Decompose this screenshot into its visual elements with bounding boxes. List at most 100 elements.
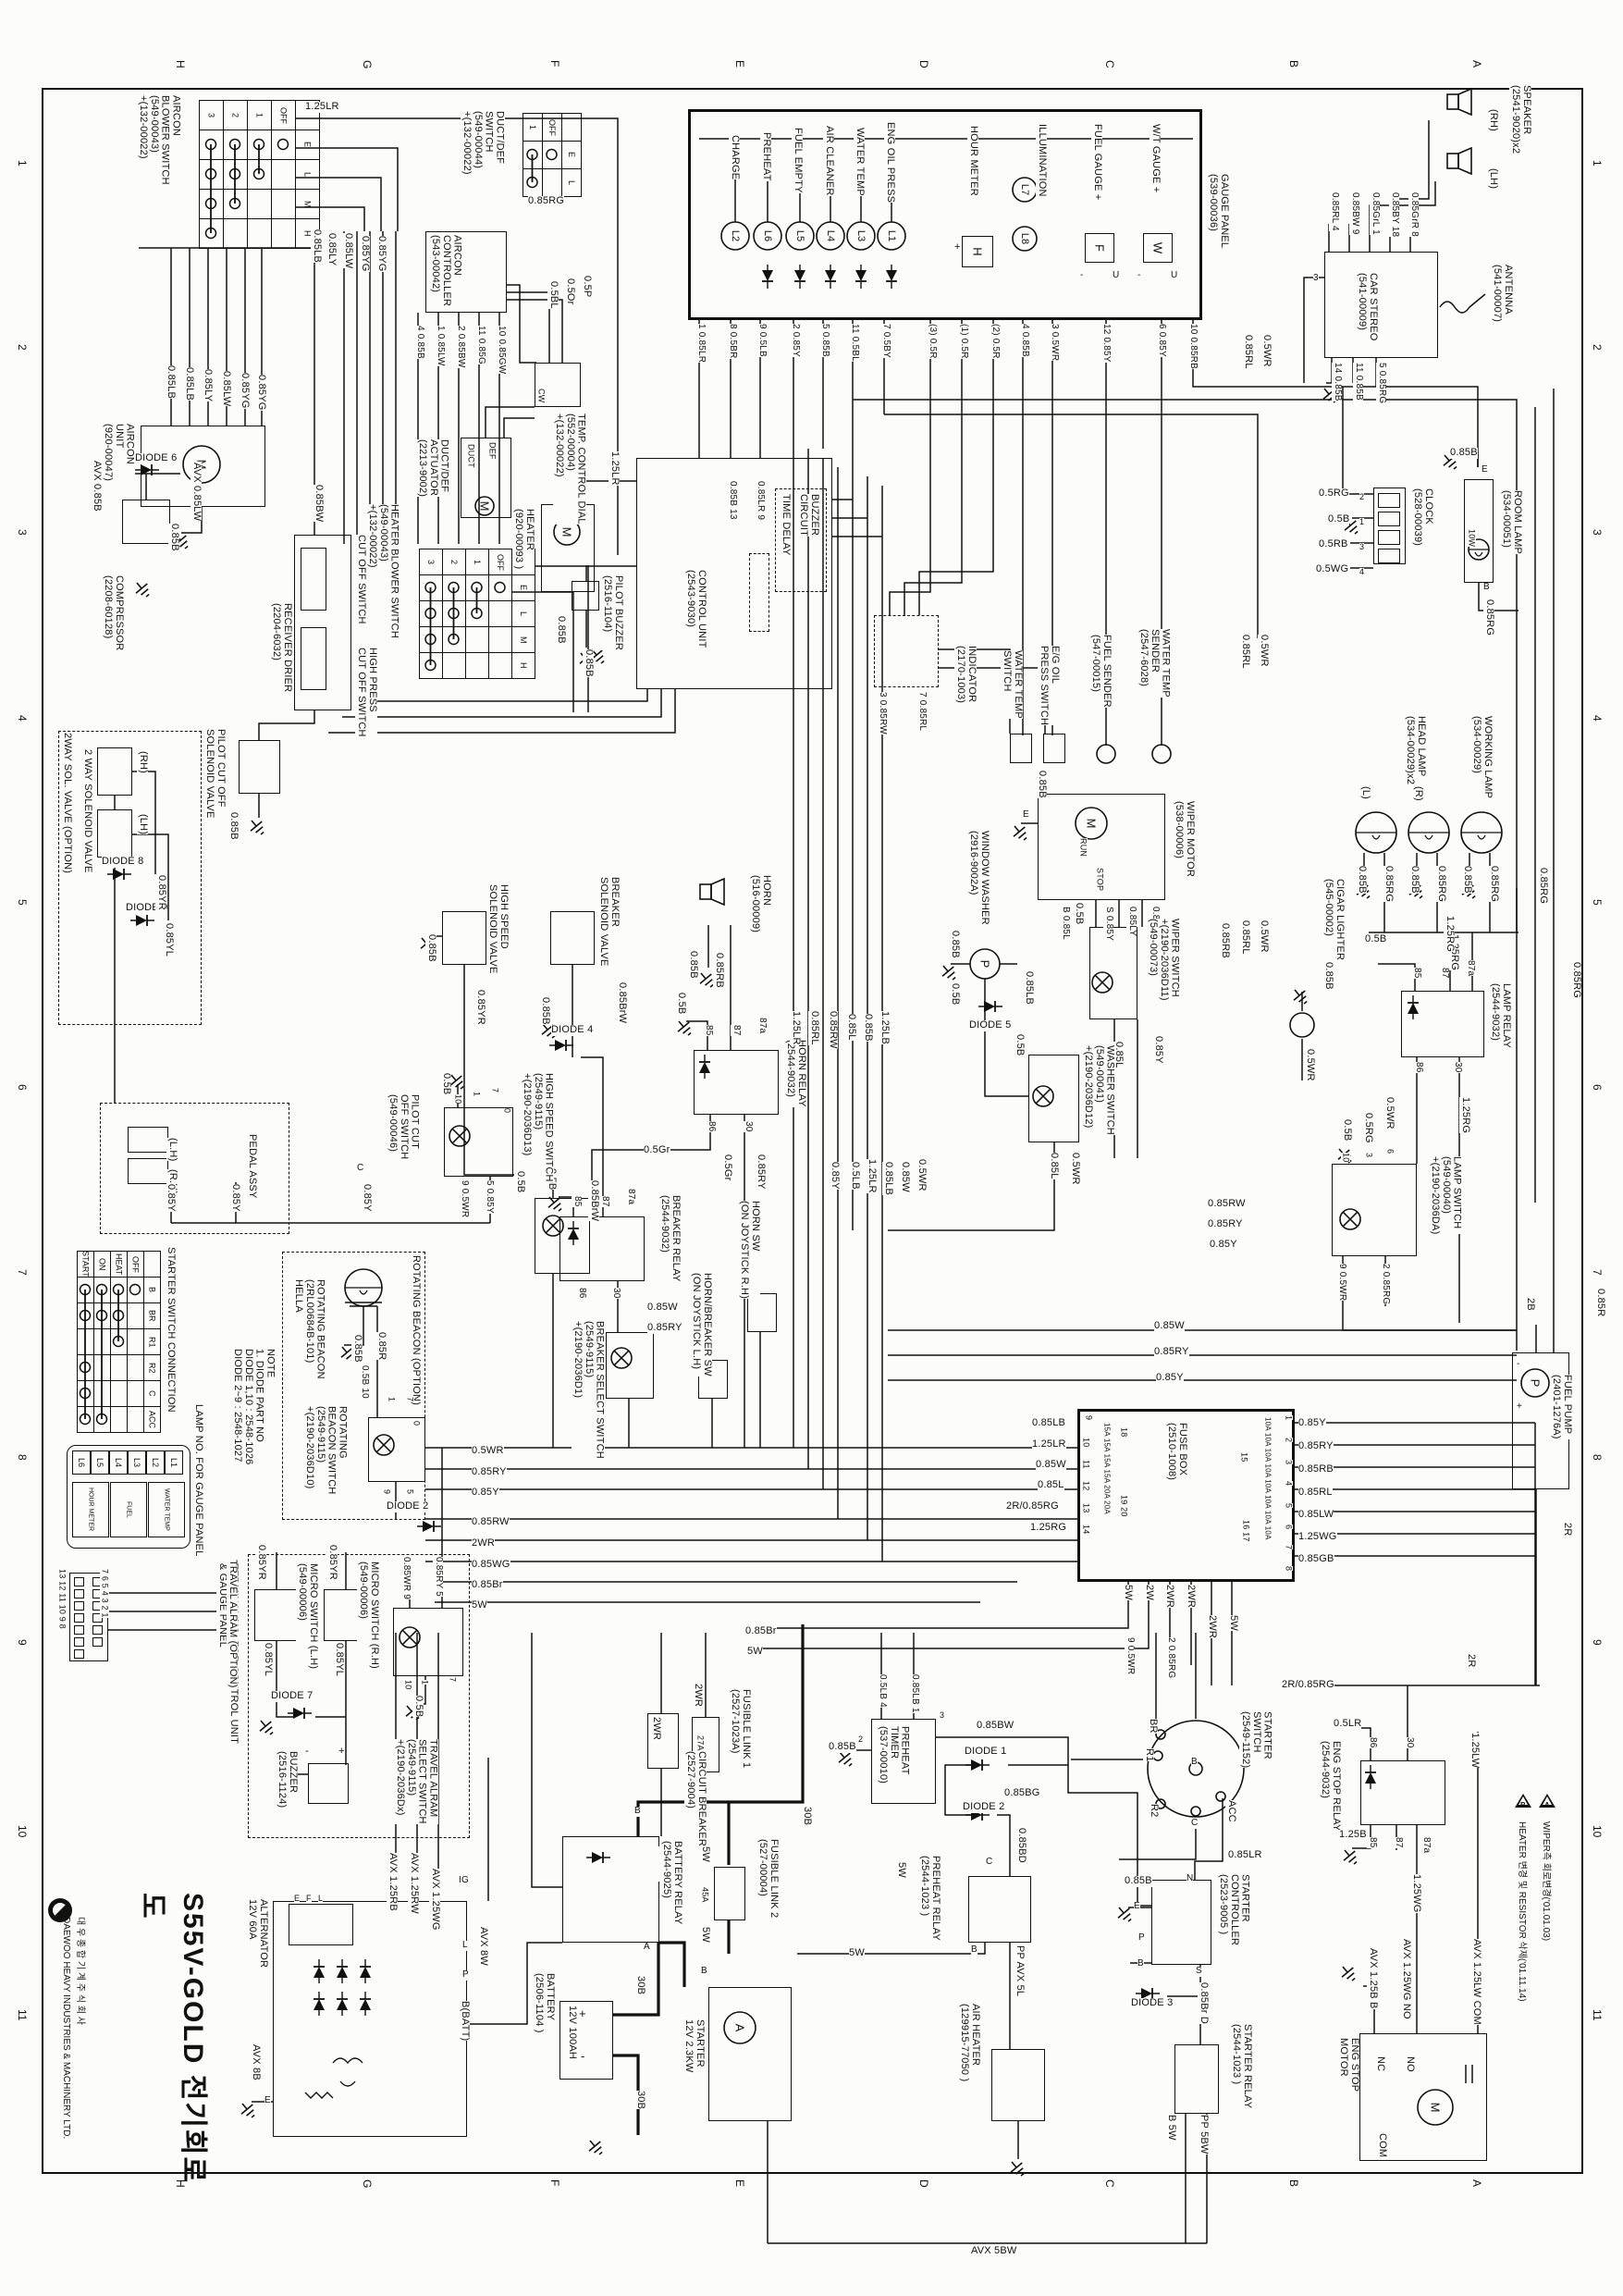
schematic-label: 0.85B: [227, 812, 240, 840]
schematic-label: 0.85B: [1036, 771, 1048, 798]
schematic-label: 6 0.85Y: [1156, 324, 1167, 357]
hour-meter: [962, 236, 993, 267]
schematic-label: 0.85W: [1154, 1320, 1185, 1332]
grid-col-label: G: [361, 2179, 374, 2189]
schematic-label: 0.85B 13: [727, 481, 738, 520]
wire: [531, 1633, 562, 1888]
preheat-relay: [968, 1876, 1031, 1943]
schematic-label: DUCT/DEF SWITCH (549-00044) +(132-00022): [461, 111, 506, 175]
schematic-label: HOUR METER: [967, 126, 979, 196]
schematic-label: DUCT/DEF ACTUATOR (2213-9002): [416, 439, 450, 498]
schematic-label: 18: [1119, 1427, 1129, 1438]
schematic-label: 8 0.5BR: [727, 324, 738, 359]
schematic-label: 0.85BrW: [588, 1180, 600, 1222]
table-header-cell: BR: [143, 1302, 161, 1329]
fuel-gauge: [1085, 233, 1114, 263]
schematic-label: DEF: [487, 442, 498, 460]
schematic-label: 0.85Y: [1156, 1372, 1184, 1384]
schematic-label: B 0.85L: [1060, 907, 1071, 940]
schematic-label: 10 0.85GW: [496, 326, 507, 375]
schematic-label: 0.5B: [514, 1171, 526, 1193]
beacon-base: [345, 1302, 382, 1307]
car-stereo: [1324, 252, 1438, 358]
schematic-label: 0.85B: [425, 934, 437, 962]
eng-stop-motor: [1359, 2033, 1487, 2161]
schematic-label: 0: [412, 1421, 422, 1426]
filament: [1469, 549, 1489, 557]
schematic-label: 9: [1084, 1415, 1094, 1421]
rotating-beacon-switch: [368, 1417, 425, 1482]
schematic-label: 0.5B: [949, 983, 961, 1006]
lamp-icon: [449, 1125, 471, 1147]
clock-digit: [1378, 530, 1400, 545]
schematic-label: AVX 8W: [477, 1927, 489, 1966]
starter-controller: [1151, 1880, 1211, 1965]
wire: [1067, 1765, 1151, 1907]
schematic-label: 0.85YL: [163, 923, 175, 957]
motor-icon: [877, 221, 906, 251]
schematic-label: 0.5Gr: [644, 1144, 670, 1156]
schematic-label: 0.85RW: [472, 1516, 510, 1528]
schematic-label: 1 0.85LR: [695, 324, 707, 364]
table-cell: [199, 189, 224, 219]
schematic-label: P: [1138, 1932, 1145, 1944]
schematic-label: STARTER CONTROLLER (2523-9005 ): [1217, 1874, 1251, 1946]
schematic-label: 0.5LB 4: [877, 1674, 888, 1708]
schematic-label: 3: [1364, 1153, 1374, 1158]
schematic-label: PREHEAT: [760, 132, 772, 181]
wire: [756, 1582, 1150, 1649]
schematic-label: 13: [1081, 1503, 1091, 1513]
lamp-legend-cell: L4: [109, 1450, 128, 1475]
schematic-label: 3: [1284, 1460, 1294, 1465]
schematic-label: TRAVEL ALRAM SELECT SWITCH (2549-9115) +…: [394, 1739, 439, 1824]
alternator-regulator: [289, 1904, 353, 1945]
schematic-label: 5W: [699, 1927, 711, 1943]
schematic-label: 30: [1452, 1062, 1463, 1073]
table-header-cell: 1: [523, 113, 543, 142]
schematic-label: 10: [1341, 1153, 1351, 1163]
schematic-label: FUEL SENDER (547-00015): [1089, 635, 1113, 708]
motor-icon: [785, 221, 815, 251]
schematic-label: 0.85RW: [1208, 1198, 1246, 1210]
schematic-label: 0.85Br: [472, 1579, 503, 1591]
lamp-cross: [545, 1217, 561, 1234]
schematic-label: AIR CLEANER: [823, 126, 835, 196]
title-block: 대 우 종 합 기 계 주 식 회 사 DAEWOO HEAVY INDUSTR…: [46, 1893, 208, 2198]
table-header-cell: 2: [223, 100, 248, 130]
grid-row-label: 3: [1591, 529, 1604, 536]
schematic-label: 0.5B: [1341, 1119, 1353, 1142]
schematic-label: 0.5B: [1328, 513, 1350, 525]
table-cell: [110, 1380, 128, 1407]
schematic-label: FUSE BOX (2510-1008): [1165, 1423, 1188, 1481]
schematic-label: STARTER SWITCH (2549-1152): [1239, 1711, 1273, 1769]
schematic-label: 0.85WR 9: [400, 1557, 412, 1600]
table-cell: [93, 1406, 111, 1433]
wire: [507, 299, 563, 363]
schematic-label: 0.85RL 4: [1329, 192, 1340, 231]
micro-switch-lh: [254, 1589, 299, 1641]
motor-icon: [1012, 226, 1038, 252]
schematic-label: 87: [1439, 968, 1450, 979]
schematic-label: HEATER BLOWER SWITCH (549-00043) +(132-0…: [366, 504, 400, 638]
clock-digit: [1378, 549, 1400, 563]
table-cell: [77, 1354, 94, 1381]
schematic-label: ANTENNA (541-00007): [1491, 265, 1514, 323]
grid-row-label: 11: [1591, 2009, 1604, 2021]
aircon-unit: [141, 426, 265, 507]
wt-gauge: [1143, 233, 1173, 263]
pilot-buzzer: [572, 581, 599, 611]
battery: [559, 2001, 613, 2080]
table-header-cell: START: [77, 1251, 94, 1278]
receiver-drier: [294, 535, 351, 710]
schematic-label: 86: [1367, 1737, 1378, 1748]
table-header-cell: 3: [199, 100, 224, 130]
table-header-cell: 1: [465, 549, 489, 575]
schematic-label: 0.85GB: [1298, 1553, 1334, 1565]
symbol-letter: M: [195, 460, 209, 470]
filament: [1461, 832, 1502, 840]
schematic-label: 19 20: [1119, 1495, 1129, 1517]
schematic-label: HORN RELAY (2544-9032): [784, 1040, 807, 1107]
schematic-label: B: [634, 1806, 641, 1817]
schematic-label: 2R/0.85RG: [1006, 1500, 1059, 1512]
schematic-label: 0.85B: [539, 997, 551, 1025]
